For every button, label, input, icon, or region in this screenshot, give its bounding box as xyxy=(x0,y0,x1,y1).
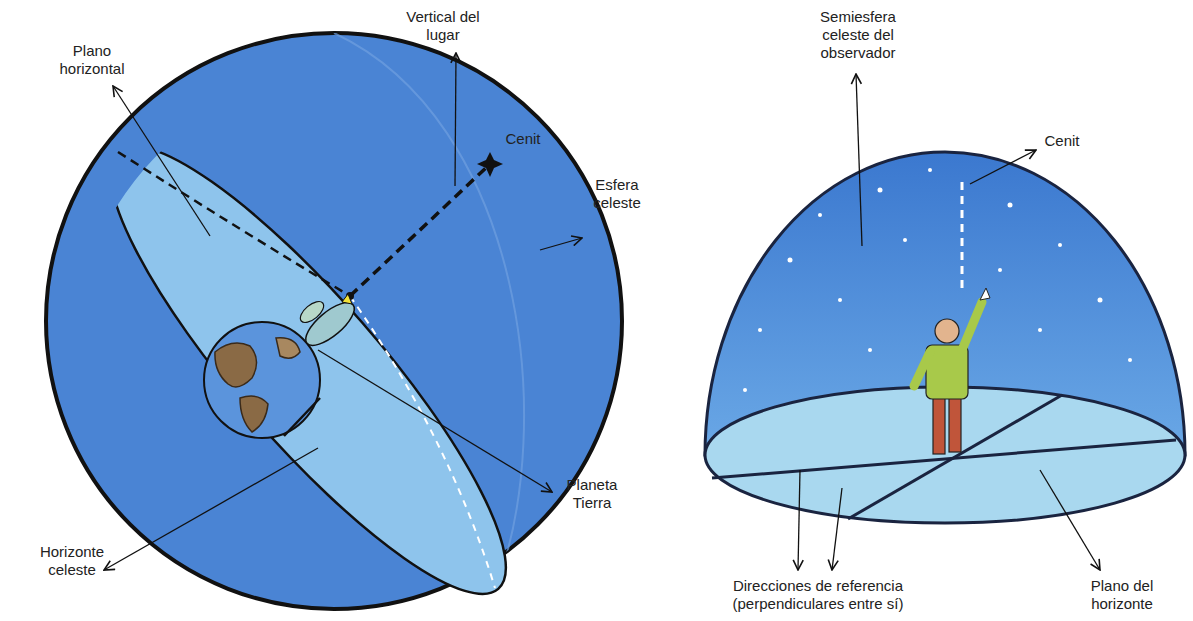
callout-label: Horizonte celeste xyxy=(29,543,115,579)
zenith-line xyxy=(961,180,964,288)
observer-figure xyxy=(342,294,352,304)
leader-line xyxy=(455,53,456,186)
zenith-star xyxy=(477,152,503,177)
horizontal-plane xyxy=(63,104,552,621)
reference-direction xyxy=(848,395,1062,519)
leader-line xyxy=(798,470,800,570)
callout-label: Semiesfera celeste del observador xyxy=(803,8,913,62)
local-plane xyxy=(297,298,327,327)
continent xyxy=(240,396,268,432)
leader-line xyxy=(832,488,842,570)
horizon-plane xyxy=(705,387,1185,523)
callout-label: Direcciones de referencia (perpendicular… xyxy=(718,577,918,613)
callout-label: Cenit xyxy=(1044,132,1079,150)
leader-line xyxy=(970,150,1036,184)
leader-line xyxy=(104,448,318,570)
vertical-line xyxy=(350,164,490,296)
horizon-back-line xyxy=(118,152,350,296)
callout-label: Plano del horizonte xyxy=(1081,577,1163,613)
leader-line xyxy=(113,86,210,236)
callout-label: Planeta Tierra xyxy=(560,476,624,512)
leader-line xyxy=(1040,470,1100,570)
leader-line xyxy=(318,350,552,492)
callout-label: Esfera celeste xyxy=(586,176,648,212)
horizon-line xyxy=(284,398,320,436)
callout-label: Cenit xyxy=(505,130,540,148)
callout-label: Plano horizontal xyxy=(52,42,132,78)
observer xyxy=(914,288,990,454)
horizon-back-line xyxy=(350,296,495,588)
leader-line xyxy=(540,238,582,250)
callout-label: Vertical del lugar xyxy=(403,8,483,44)
continent xyxy=(276,338,300,358)
leader-line xyxy=(856,74,862,246)
celestial-sphere xyxy=(46,33,622,609)
earth xyxy=(204,322,320,438)
continent xyxy=(215,343,257,387)
